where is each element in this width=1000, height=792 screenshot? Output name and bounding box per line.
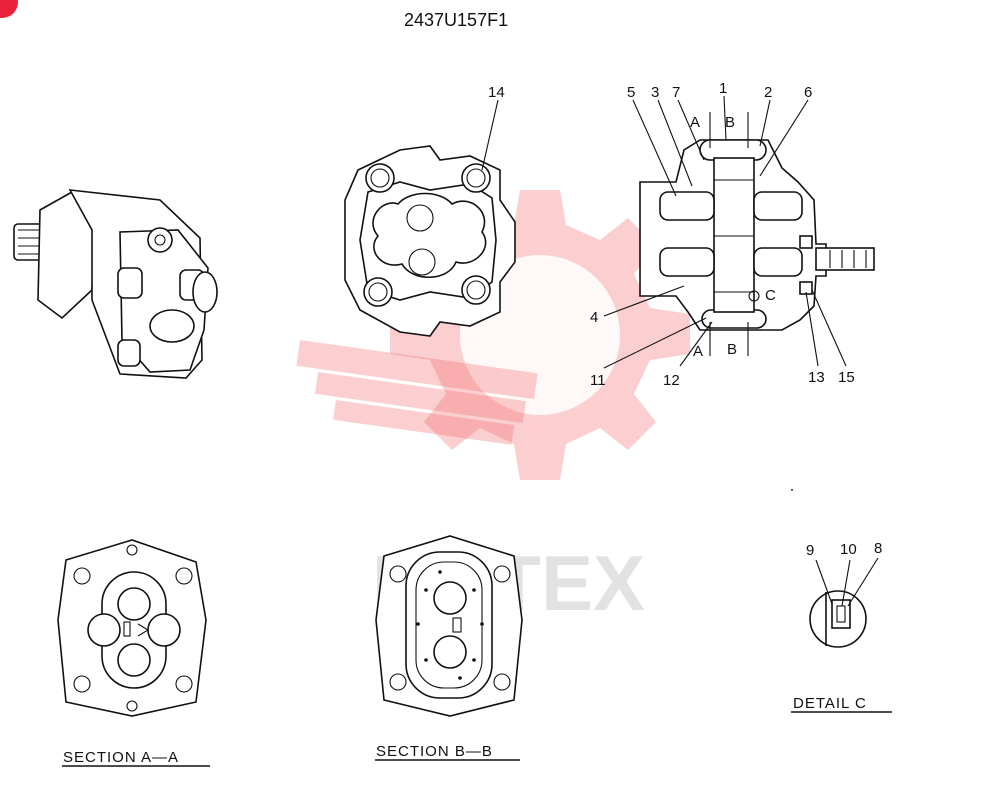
corner-marker (0, 0, 18, 18)
section-mark-a-top: A (690, 114, 700, 131)
callout-1: 1 (719, 80, 727, 97)
callout-2: 2 (764, 84, 772, 101)
side-view-leaders (603, 95, 847, 369)
leader-14 (481, 99, 499, 171)
part-number-title: 2437U157F1 (404, 10, 508, 30)
callout-4: 4 (590, 309, 598, 326)
callout-10: 10 (840, 541, 857, 558)
callout-6: 6 (804, 84, 812, 101)
section-aa-view (57, 539, 207, 717)
detail-c-caption: DETAIL C (793, 695, 867, 712)
section-mark-b-bottom: B (727, 341, 737, 358)
callout-11: 11 (590, 372, 606, 389)
section-bb-caption: SECTION B—B (376, 743, 493, 760)
section-bb-view (375, 535, 523, 717)
callout-3: 3 (651, 84, 659, 101)
callout-7: 7 (672, 84, 680, 101)
pump-side-section-view (639, 112, 875, 356)
callout-8: 8 (874, 540, 882, 557)
detail-c-view (809, 557, 879, 648)
stray-dot (791, 489, 793, 491)
callout-9: 9 (806, 542, 814, 559)
callout-5: 5 (627, 84, 635, 101)
section-aa-caption: SECTION A—A (63, 749, 179, 766)
callout-13: 13 (808, 369, 825, 386)
isometric-pump-view (13, 189, 218, 379)
callout-15: 15 (838, 369, 855, 386)
detail-c-mark: C (765, 287, 776, 304)
pump-front-view (344, 145, 516, 337)
section-mark-b-top: B (725, 114, 735, 131)
callout-14: 14 (488, 84, 505, 101)
callout-12: 12 (663, 372, 680, 389)
section-mark-a-bottom: A (693, 343, 703, 360)
